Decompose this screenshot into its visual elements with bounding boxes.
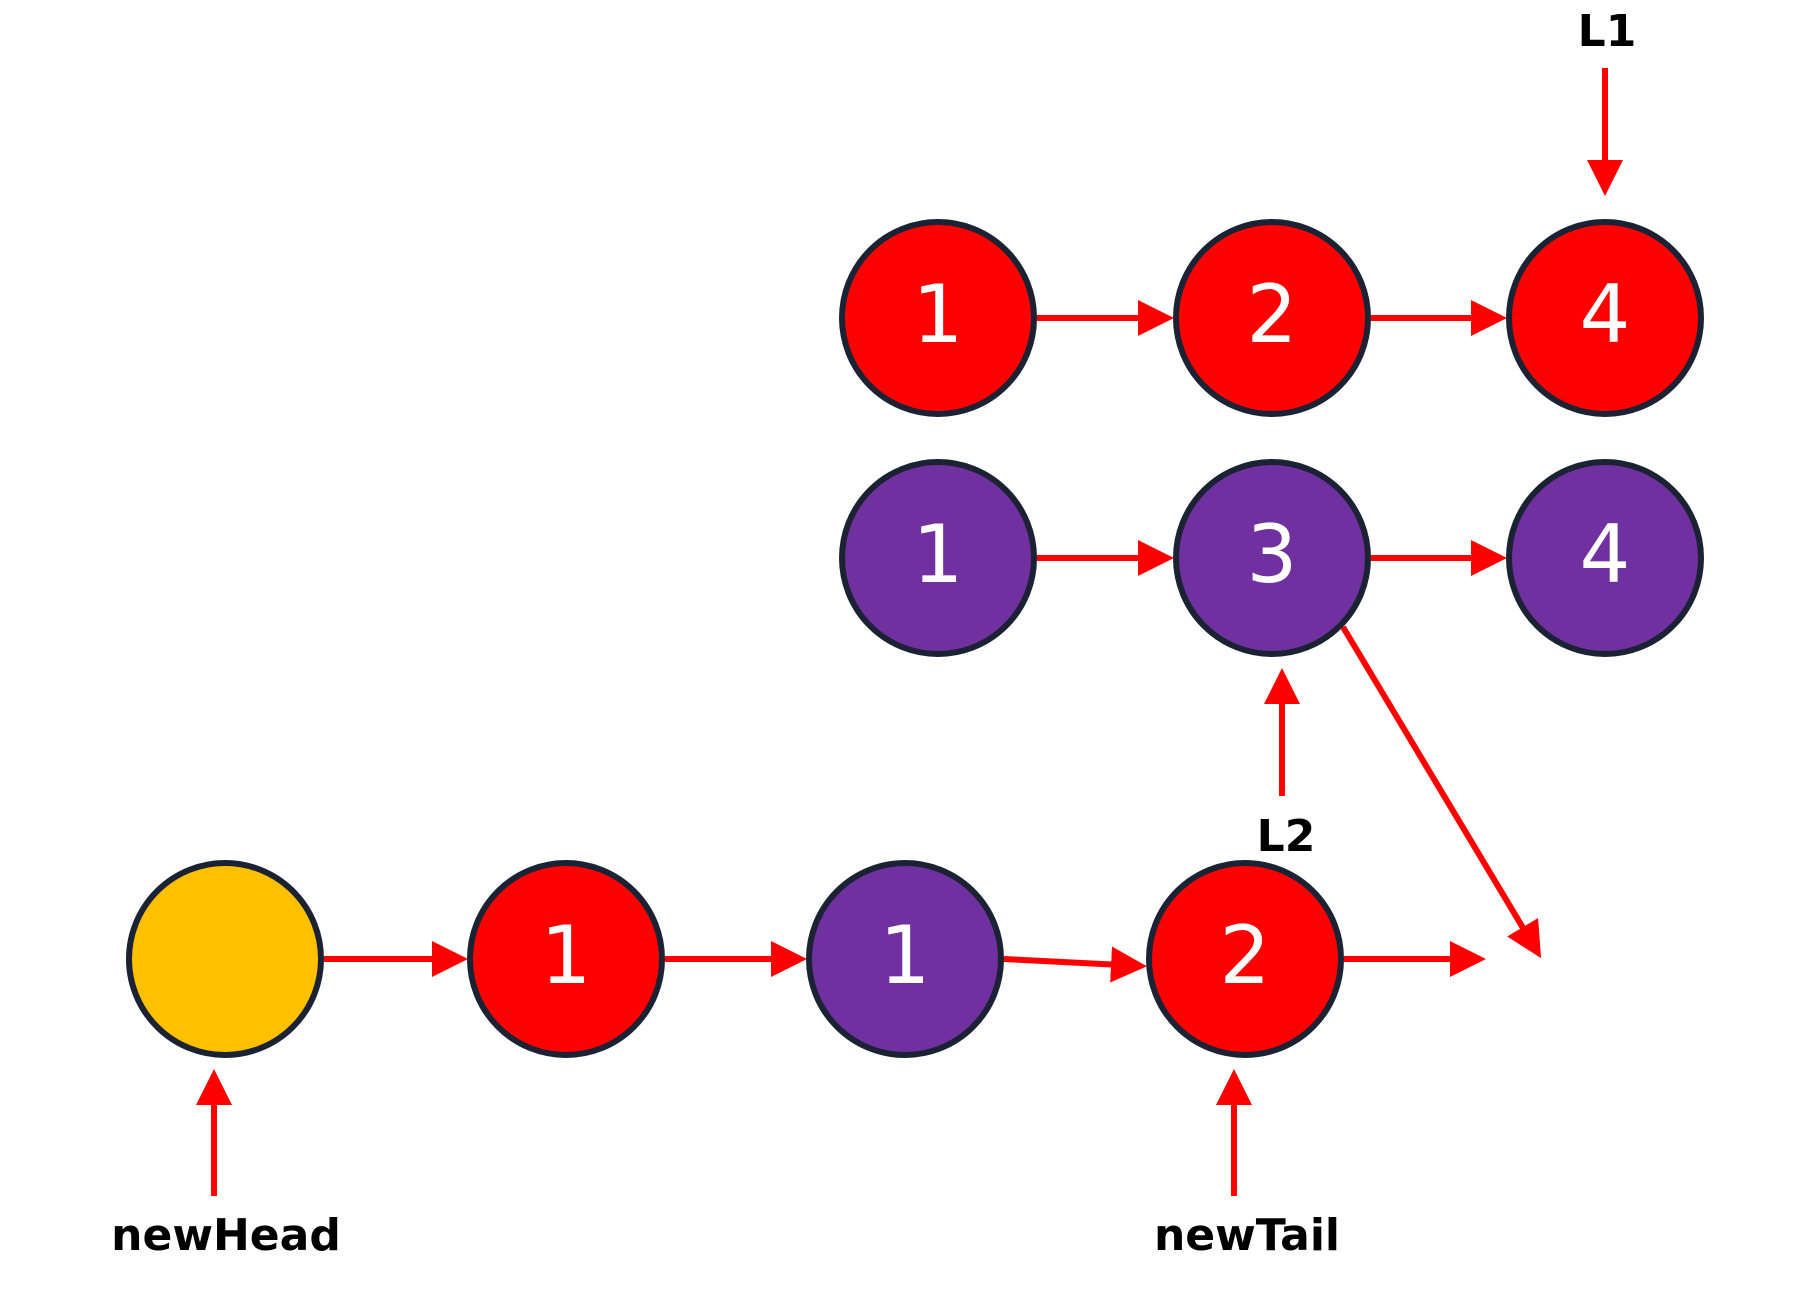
merged-node-2-circle [806,860,1004,1058]
l2-node-2-value: 3 [1247,508,1298,601]
dummy-head-circle [126,860,324,1058]
l2-node-1: 1 [839,459,1037,657]
merged-node-1-value: 1 [541,909,592,1002]
l1-node-2-value: 2 [1247,268,1298,361]
l1-node-3-circle [1506,219,1704,417]
merged-node-3-value: 2 [1220,909,1271,1002]
l1-pointer-label: L1 [1578,6,1637,57]
l2-node-2-circle [1173,459,1371,657]
l1-node-2-circle [1173,219,1371,417]
merged-node-1: 1 [467,860,665,1058]
new-head-pointer: newHead [111,1069,341,1261]
merged-node-2-value: 1 [880,909,931,1002]
merged-node-2: 1 [806,860,1004,1058]
list-l1: 1 2 4 [839,219,1704,417]
l1-node-1-circle [839,219,1037,417]
l2-node-1-circle [839,459,1037,657]
merged-node-3-circle [1146,860,1344,1058]
l2-node-3: 4 [1506,459,1704,657]
merged-arrow-2-3 [1003,946,1147,983]
l2-node-2-next-arrow [1340,625,1542,959]
l1-node-3-value: 4 [1580,268,1631,361]
l2-node-3-circle [1506,459,1704,657]
l2-pointer-label: L2 [1257,811,1316,862]
l1-pointer: L1 [1578,6,1637,196]
list-l2: 1 3 4 [839,459,1704,657]
new-tail-pointer: newTail [1154,1069,1340,1261]
merged-list: 1 1 2 [126,860,1486,1058]
dummy-head-node [126,860,324,1058]
new-tail-pointer-label: newTail [1154,1210,1340,1261]
l1-node-3: 4 [1506,219,1704,417]
merged-node-3: 2 [1146,860,1344,1058]
l2-node-2: 3 [1173,459,1371,657]
l2-node-1-value: 1 [913,508,964,601]
l1-node-1: 1 [839,219,1037,417]
l1-node-2: 2 [1173,219,1371,417]
l2-node-3-value: 4 [1580,508,1631,601]
l2-pointer: L2 [1257,668,1316,862]
l1-node-1-value: 1 [913,268,964,361]
new-head-pointer-label: newHead [111,1210,341,1261]
merged-node-1-circle [467,860,665,1058]
